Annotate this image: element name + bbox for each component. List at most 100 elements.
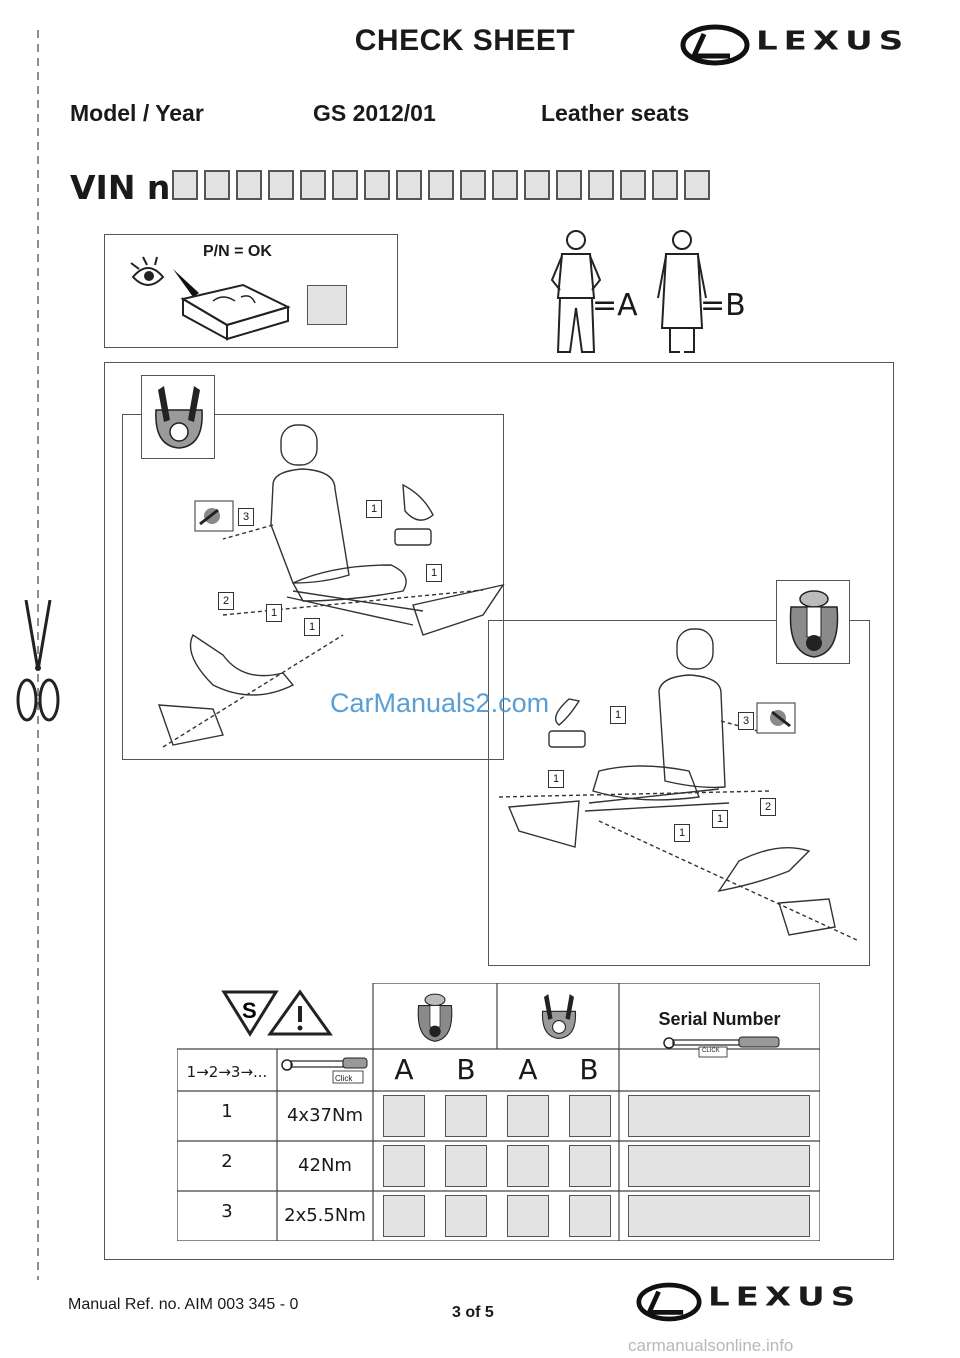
serial-number-field[interactable] <box>628 1145 810 1187</box>
sequence-label: 1→2→3→... <box>186 1063 268 1081</box>
callout-right-6: 1 <box>674 824 690 842</box>
watermark: CarManuals2.com <box>330 688 550 718</box>
vin-char-box[interactable] <box>204 170 230 200</box>
worker-a-label: =A <box>592 288 638 323</box>
lexus-emblem-icon <box>680 24 750 66</box>
scissors-icon <box>16 600 60 722</box>
vin-char-box[interactable] <box>524 170 550 200</box>
left-seat-icon-box <box>141 375 215 459</box>
vin-char-box[interactable] <box>396 170 422 200</box>
torque-check-table: Serial Number CLICK 1→2→3→... Click A B … <box>177 983 820 1241</box>
main-diagram-frame <box>104 362 894 1260</box>
callout-right-5: 1 <box>712 810 728 828</box>
check-box-cell[interactable] <box>383 1145 425 1187</box>
check-box-cell[interactable] <box>569 1095 611 1137</box>
callout-left-5: 1 <box>266 604 282 622</box>
callout-left-4: 2 <box>218 592 234 610</box>
torque-wrench-icon <box>663 1036 780 1058</box>
model-year-value: GS 2012/01 <box>313 100 436 126</box>
seat-back-view-icon <box>541 994 577 1039</box>
safety-warning-icons: S <box>221 989 333 1037</box>
manual-reference: Manual Ref. no. AIM 003 345 - 0 <box>68 1296 299 1313</box>
callout-left-1: 3 <box>238 508 254 526</box>
vin-char-box[interactable] <box>300 170 326 200</box>
serial-number-field[interactable] <box>628 1195 810 1237</box>
lexus-logo-bottom: LEXUS <box>636 1282 896 1322</box>
torque-value: 42Nm <box>298 1155 352 1176</box>
vin-char-box[interactable] <box>268 170 294 200</box>
col-a1: A <box>394 1053 414 1086</box>
packaging-check-panel: P/N = OK <box>104 234 398 348</box>
check-box-cell[interactable] <box>507 1095 549 1137</box>
vin-char-box[interactable] <box>588 170 614 200</box>
vin-char-box[interactable] <box>364 170 390 200</box>
torque-value: 2x5.5Nm <box>284 1205 366 1226</box>
seat-front-view-icon <box>417 993 453 1042</box>
torque-value: 4x37Nm <box>286 1105 363 1126</box>
seat-back-view-icon <box>155 386 203 449</box>
eye-inspect-box-icon <box>130 256 291 341</box>
torque-wrench-click-icon <box>281 1057 368 1084</box>
model-year-label: Model / Year <box>70 100 204 126</box>
callout-right-1: 1 <box>610 706 626 724</box>
check-box-cell[interactable] <box>507 1145 549 1187</box>
check-box-cell[interactable] <box>507 1195 549 1237</box>
serial-number-field[interactable] <box>628 1095 810 1137</box>
worker-b-icon <box>657 230 707 353</box>
pn-check-box[interactable] <box>307 285 347 325</box>
vin-char-box[interactable] <box>332 170 358 200</box>
check-box-cell[interactable] <box>569 1195 611 1237</box>
lexus-emblem-icon <box>636 1282 702 1322</box>
check-box-cell[interactable] <box>445 1095 487 1137</box>
right-seat-drawing <box>498 628 860 942</box>
click-label-caps: CLICK <box>702 1048 720 1054</box>
trim-label: Leather seats <box>541 100 690 126</box>
pn-ok-label: P/N = OK <box>203 243 272 260</box>
step-number: 2 <box>221 1151 233 1172</box>
vin-char-box[interactable] <box>556 170 582 200</box>
table-grid-lines <box>177 983 820 1241</box>
callout-left-2: 1 <box>366 500 382 518</box>
serial-number-label: Serial Number <box>658 1009 781 1029</box>
vin-char-box[interactable] <box>492 170 518 200</box>
vin-char-box[interactable] <box>428 170 454 200</box>
callout-right-4: 2 <box>760 798 776 816</box>
vin-input-boxes[interactable] <box>172 170 710 200</box>
col-a2: A <box>518 1053 538 1086</box>
vin-char-box[interactable] <box>684 170 710 200</box>
check-box-cell[interactable] <box>445 1145 487 1187</box>
vin-label: VIN n° <box>70 168 187 207</box>
page-number: 3 of 5 <box>452 1304 494 1321</box>
right-seat-diagram <box>488 620 870 966</box>
callout-right-3: 1 <box>548 770 564 788</box>
lexus-wordmark: LEXUS <box>708 1282 862 1312</box>
svg-text:S: S <box>242 998 257 1023</box>
click-label: Click <box>335 1074 353 1083</box>
airbag-warning-icon <box>194 500 234 532</box>
step-number: 1 <box>221 1101 233 1122</box>
callout-left-3: 1 <box>426 564 442 582</box>
seat-front-view-icon <box>789 590 839 658</box>
site-watermark: carmanualsonline.info <box>628 1336 794 1355</box>
callout-right-2: 3 <box>738 712 754 730</box>
callout-left-6: 1 <box>304 618 320 636</box>
right-seat-icon-box <box>776 580 850 664</box>
check-box-cell[interactable] <box>383 1095 425 1137</box>
lexus-wordmark: LEXUS <box>756 26 910 56</box>
worker-a-icon <box>550 230 602 353</box>
check-box-cell[interactable] <box>383 1195 425 1237</box>
vin-char-box[interactable] <box>236 170 262 200</box>
check-box-cell[interactable] <box>445 1195 487 1237</box>
step-number: 3 <box>221 1201 233 1222</box>
check-box-cell[interactable] <box>569 1145 611 1187</box>
worker-b-label: =B <box>700 288 746 323</box>
lexus-logo-top: LEXUS <box>680 24 940 66</box>
vin-char-box[interactable] <box>172 170 198 200</box>
page-title: CHECK SHEET <box>354 24 576 57</box>
vin-char-box[interactable] <box>652 170 678 200</box>
vin-char-box[interactable] <box>460 170 486 200</box>
cut-line <box>37 30 39 1280</box>
col-b1: B <box>456 1053 476 1086</box>
col-b2: B <box>579 1053 599 1086</box>
vin-char-box[interactable] <box>620 170 646 200</box>
